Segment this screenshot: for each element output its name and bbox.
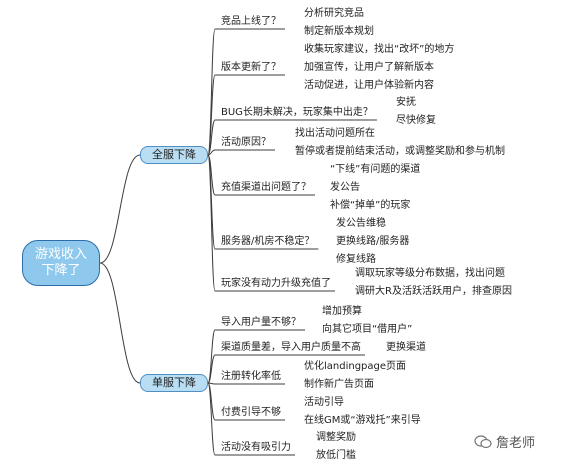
leaf-item: 优化landingpage页面	[304, 361, 407, 372]
leaf-item: 调取玩家等级分布数据，找出问题	[355, 268, 505, 279]
leaf-item: 制定新版本规划	[304, 26, 374, 37]
leaf-item: 尽快修复	[396, 115, 436, 126]
leaf-item: 增加预算	[322, 306, 362, 317]
connector-branch-topic	[207, 119, 216, 156]
connector-branch-topic	[207, 382, 216, 456]
leaf-item: 调整奖励	[316, 432, 356, 443]
topic-activity-appeal: 活动没有吸引力	[221, 442, 291, 453]
leaf-item: 制作新广告页面	[304, 379, 374, 390]
connector-branch-topic	[207, 382, 216, 385]
leaf-item: 活动促进，让用户体验新内容	[304, 80, 434, 91]
leaf-item: 发公告维稳	[336, 218, 386, 229]
leaf-item: 收集玩家建议，找出“改坏”的地方	[304, 44, 455, 55]
leaf-item: 活动引导	[304, 397, 344, 408]
wechat-icon	[474, 434, 492, 448]
topic-activity: 活动原因？	[221, 137, 271, 148]
leaf-item: 补偿“掉单”的玩家	[330, 200, 411, 211]
topic-pay-guidance: 付费引导不够	[221, 407, 281, 418]
leaf-item: 向其它项目“借用户”	[322, 324, 413, 335]
connector-root-branch	[99, 154, 141, 264]
leaf-item: 安抚	[396, 97, 416, 108]
leaf-item: 找出活动问题所在	[295, 128, 375, 139]
leaf-item: 放低门槛	[316, 450, 356, 461]
topic-server: 服务器/机房不稳定？	[221, 236, 315, 247]
leaf-item: 更换线路/服务器	[336, 236, 410, 247]
topic-user-import: 导入用户量不够？	[221, 317, 301, 328]
watermark-text: 詹老师	[496, 436, 536, 451]
leaf-item: “下线”有问题的渠道	[330, 164, 421, 175]
branch-single-server: 单服下降	[140, 374, 208, 392]
connector-root-branch	[99, 262, 141, 384]
topic-conversion: 注册转化率低	[221, 371, 281, 382]
branch-full-server: 全服下降	[140, 146, 208, 164]
connector-branch-topic	[207, 154, 216, 292]
connector-branch-topic	[207, 149, 216, 156]
leaf-item: 更换渠道	[386, 342, 426, 353]
root-label-line2: 下降了	[41, 263, 81, 278]
topic-competitor: 竞品上线了？	[221, 16, 281, 27]
topic-version-update: 版本更新了？	[221, 62, 281, 73]
leaf-item: 加强宣传，让用户了解新版本	[304, 62, 434, 73]
leaf-item: 修复线路	[336, 254, 376, 265]
leaf-item: 在线GM或“游戏托”来引导	[304, 415, 421, 426]
leaf-item: 调研大R及活跃活跃用户，排查原因	[355, 286, 512, 297]
root-label-line1: 游戏收入	[34, 247, 87, 262]
watermark: 詹老师	[474, 432, 535, 451]
root-node: 游戏收入 下降了	[22, 240, 100, 286]
leaf-item: 暂停或者提前结束活动，或调整奖励和参与机制	[295, 146, 505, 157]
topic-bug: BUG长期未解决，玩家集中出走？	[221, 107, 373, 118]
topic-payment-channel: 充值渠道出问题了？	[221, 182, 311, 193]
topic-no-motivation: 玩家没有动力升级充值了	[221, 278, 331, 289]
leaf-item: 发公告	[330, 182, 360, 193]
connector-branch-topic	[207, 354, 216, 384]
topic-channel-quality: 渠道质量差，导入用户质量不高	[221, 342, 361, 353]
leaf-item: 分析研究竞品	[304, 8, 364, 19]
